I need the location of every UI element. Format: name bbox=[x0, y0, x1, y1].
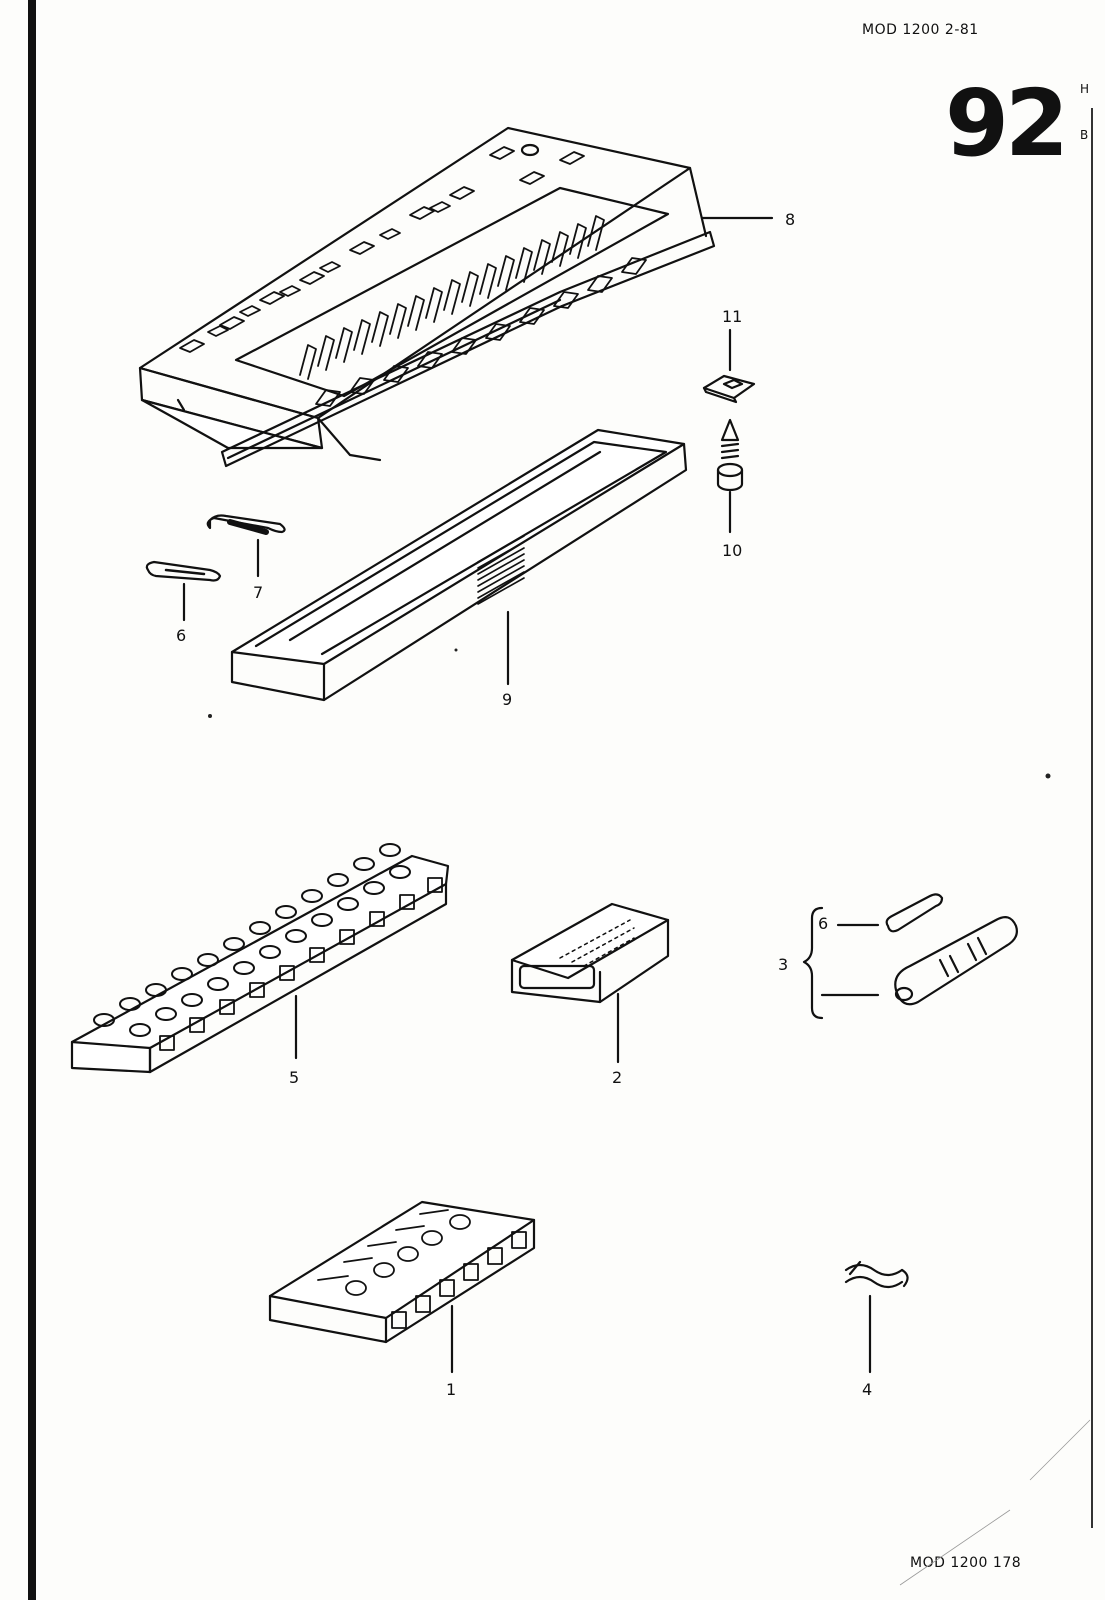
inline-fuse-holder-icon bbox=[802, 893, 1018, 1020]
callout-10: 10 bbox=[722, 541, 743, 560]
header-model-date: MOD 1200 2-81 bbox=[862, 22, 979, 38]
callout-4: 4 bbox=[862, 1380, 873, 1399]
terminal-block-icon bbox=[268, 1200, 536, 1344]
glass-fuse-icon bbox=[145, 560, 222, 582]
ceramic-fuse-icon bbox=[206, 514, 286, 535]
fuse-box-icon bbox=[138, 126, 716, 468]
callout-5: 5 bbox=[289, 1068, 300, 1087]
callout-6-upper: 6 bbox=[176, 626, 187, 645]
fuse-box-cover-icon bbox=[230, 428, 688, 702]
callout-3: 3 bbox=[778, 955, 789, 974]
cable-clip-icon bbox=[844, 1260, 909, 1289]
callout-1: 1 bbox=[446, 1380, 457, 1399]
clip-icon bbox=[702, 374, 756, 404]
callout-9: 9 bbox=[502, 690, 513, 709]
terminal-strip-icon bbox=[70, 843, 450, 1074]
callout-2: 2 bbox=[612, 1068, 623, 1087]
binding-edge bbox=[28, 0, 36, 1600]
page-right-rule bbox=[1091, 108, 1093, 1528]
callout-11: 11 bbox=[722, 307, 743, 326]
connector-sleeve-icon bbox=[510, 902, 670, 1004]
callout-8: 8 bbox=[785, 210, 796, 229]
callout-7: 7 bbox=[253, 583, 264, 602]
edge-letter-top: H bbox=[1080, 82, 1090, 96]
screw-icon bbox=[716, 418, 744, 492]
callout-6-lower: 6 bbox=[818, 914, 829, 933]
edge-letter-bottom: B bbox=[1080, 128, 1089, 142]
page-number: 92 bbox=[945, 70, 1069, 177]
